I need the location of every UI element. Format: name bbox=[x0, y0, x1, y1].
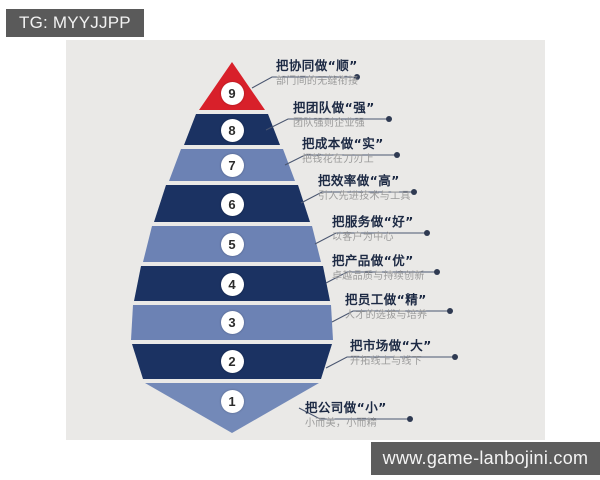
callout-subtitle-6: 引入先进技术与工具 bbox=[318, 191, 411, 202]
callout-subtitle-5: 以客户为中心 bbox=[332, 232, 394, 243]
level-badge-5[interactable]: 5 bbox=[220, 232, 244, 256]
callout-title-5: 把服务做“好” bbox=[332, 214, 414, 229]
callout-6[interactable]: 把效率做“高” 引入先进技术与工具 bbox=[318, 173, 411, 204]
level-badge-3[interactable]: 3 bbox=[220, 310, 244, 334]
callout-5[interactable]: 把服务做“好” 以客户为中心 bbox=[332, 214, 414, 245]
level-badge-7[interactable]: 7 bbox=[220, 153, 244, 177]
callout-subtitle-3: 人才的选拔与培养 bbox=[345, 310, 428, 321]
callout-8[interactable]: 把团队做“强” 团队强则企业强 bbox=[293, 100, 375, 131]
callout-subtitle-2: 开拓线上与线下 bbox=[350, 356, 423, 367]
level-badge-2[interactable]: 2 bbox=[220, 349, 244, 373]
callout-1[interactable]: 把公司做“小” 小而美，小而精 bbox=[305, 400, 387, 431]
level-badge-8[interactable]: 8 bbox=[220, 118, 244, 142]
callout-title-7: 把成本做“实” bbox=[302, 136, 384, 151]
level-badge-6[interactable]: 6 bbox=[220, 192, 244, 216]
callout-3[interactable]: 把员工做“精” 人才的选拔与培养 bbox=[345, 292, 427, 323]
callout-title-1: 把公司做“小” bbox=[305, 400, 387, 415]
level-badge-4[interactable]: 4 bbox=[220, 272, 244, 296]
callout-2[interactable]: 把市场做“大” 开拓线上与线下 bbox=[350, 338, 432, 369]
callout-subtitle-8: 团队强则企业强 bbox=[293, 118, 366, 129]
callout-title-6: 把效率做“高” bbox=[318, 173, 400, 188]
level-badge-9[interactable]: 9 bbox=[220, 81, 244, 105]
callout-subtitle-1: 小而美，小而精 bbox=[305, 418, 378, 429]
callout-title-3: 把员工做“精” bbox=[345, 292, 427, 307]
callout-title-2: 把市场做“大” bbox=[350, 338, 432, 353]
level-badge-1[interactable]: 1 bbox=[220, 389, 244, 413]
callout-title-8: 把团队做“强” bbox=[293, 100, 375, 115]
callout-4[interactable]: 把产品做“优” 卓越品质与持续创新 bbox=[332, 253, 425, 284]
callout-subtitle-9: 部门间的无缝衔接 bbox=[276, 76, 359, 87]
callout-9[interactable]: 把协同做“顺” 部门间的无缝衔接 bbox=[276, 58, 358, 89]
tg-tag-label: TG: MYYJJPP bbox=[6, 9, 144, 37]
watermark-label: www.game-lanbojini.com bbox=[371, 442, 600, 475]
callout-subtitle-4: 卓越品质与持续创新 bbox=[332, 271, 425, 282]
callout-subtitle-7: 把钱花在刀刃上 bbox=[302, 154, 375, 165]
callout-7[interactable]: 把成本做“实” 把钱花在刀刃上 bbox=[302, 136, 384, 167]
callout-title-4: 把产品做“优” bbox=[332, 253, 414, 268]
callout-title-9: 把协同做“顺” bbox=[276, 58, 358, 73]
